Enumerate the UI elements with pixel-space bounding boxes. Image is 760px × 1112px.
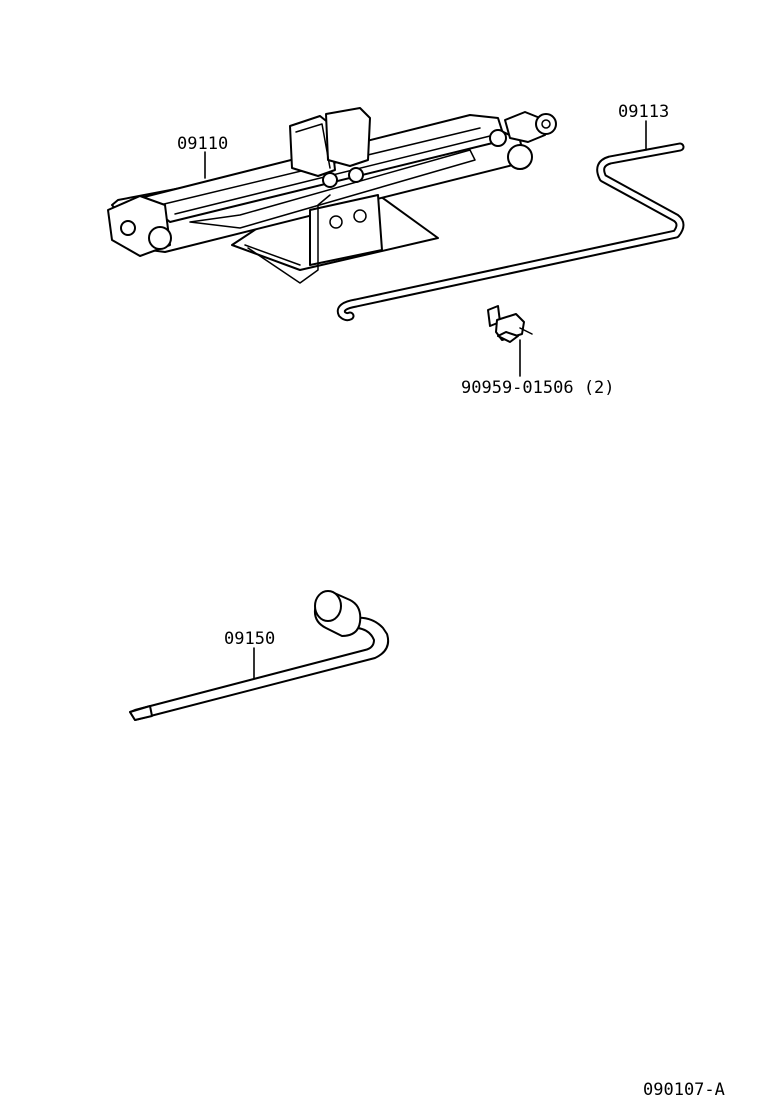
jack-handle[interactable] [336,142,685,322]
label-handle: 09113 [618,102,669,122]
label-wrench: 09150 [224,629,275,649]
lug-wrench[interactable] [129,590,390,721]
figure-code: 090107-A [643,1080,725,1100]
label-clip: 90959-01506 (2) [461,378,615,398]
scissor-jack[interactable] [107,107,557,284]
label-jack: 09110 [177,134,228,154]
clip[interactable] [487,305,533,343]
